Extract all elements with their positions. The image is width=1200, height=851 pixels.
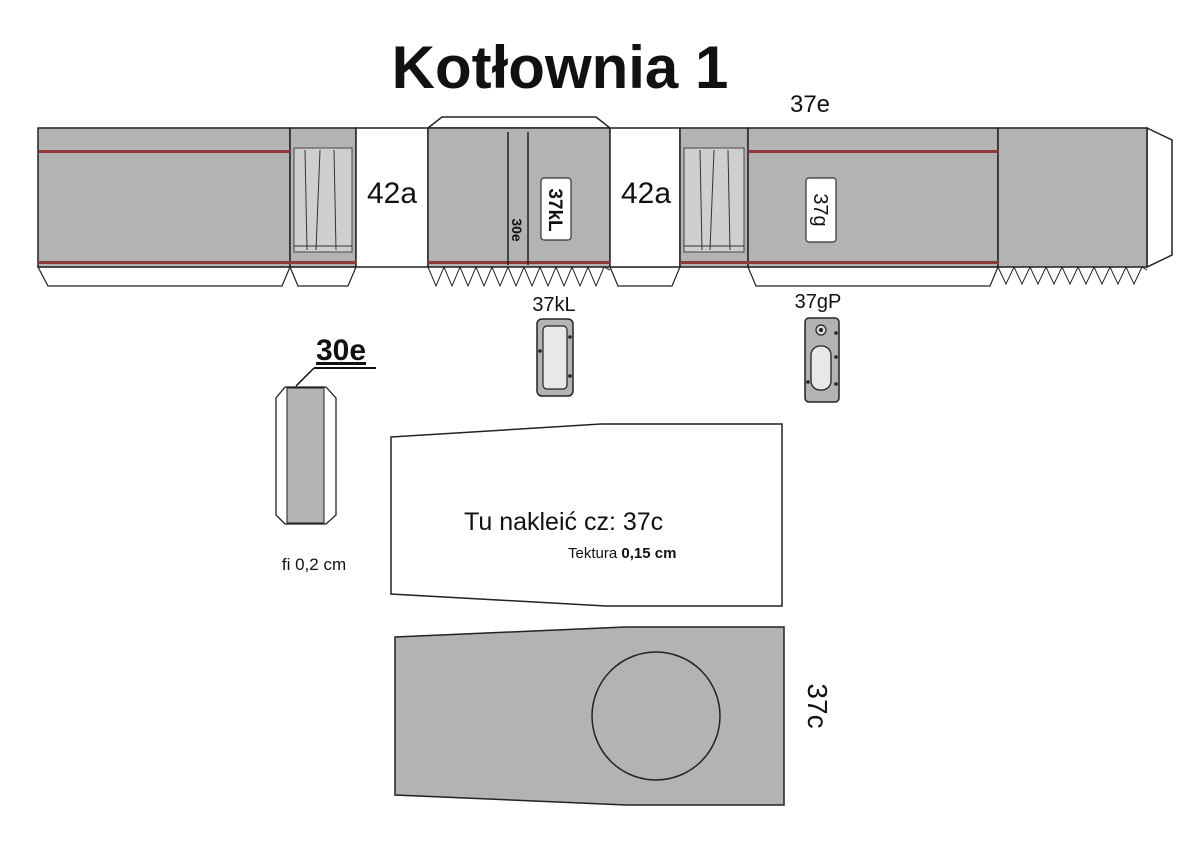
white-panel-42a-right [609, 127, 681, 268]
label-37g-vertical: 37g [809, 193, 831, 226]
bottom-tab-3 [609, 266, 681, 287]
glue-instruction: Tu nakleić cz: 37c [464, 508, 663, 536]
label-37gp: 37gP [795, 291, 842, 313]
label-37e: 37e [790, 91, 830, 118]
label-37kl-vertical: 37kL [544, 188, 565, 232]
white-panel-42a-left [355, 127, 429, 268]
label-30e: 30e [316, 334, 366, 367]
cardboard-prefix: Tektura [568, 545, 621, 562]
panel-middle [427, 127, 611, 268]
glue-panel [390, 423, 783, 607]
cardboard-note: Tektura 0,15 cm [568, 545, 676, 562]
ladder-detail-left [293, 147, 353, 253]
label-37c: 37c [802, 683, 833, 728]
bottom-tab-1 [37, 266, 291, 287]
cardboard-value: 0,15 cm [621, 545, 676, 562]
label-42a-left: 42a [367, 177, 417, 210]
page-title: Kotłownia 1 [392, 34, 729, 101]
label-box-37g [805, 177, 837, 243]
part-37kl [536, 318, 574, 397]
part-37gp [804, 317, 840, 403]
label-42a-right: 42a [621, 177, 671, 210]
zigzag-tabs-middle [427, 265, 611, 288]
leader-line [295, 367, 315, 387]
label-37kl: 37kL [532, 294, 575, 316]
bottom-tab-2 [289, 266, 357, 287]
label-30e-vertical: 30e [509, 218, 525, 242]
part-30e [275, 386, 337, 525]
label-box-37kl [540, 177, 572, 241]
panel-1 [37, 127, 291, 268]
right-glue-tab [1146, 126, 1173, 269]
panel-6 [997, 127, 1148, 268]
part-37c [394, 626, 785, 806]
red-stripes [38, 150, 998, 264]
main-strip: 42a 42a 30e 37kL 37g [37, 116, 1173, 288]
zigzag-tabs-right [997, 265, 1148, 286]
bottom-tab-4 [747, 266, 999, 287]
top-glue-tab [425, 116, 613, 129]
ladder-detail-right [683, 147, 745, 253]
label-fi: fi 0,2 cm [282, 555, 346, 574]
panel-5 [747, 127, 999, 268]
